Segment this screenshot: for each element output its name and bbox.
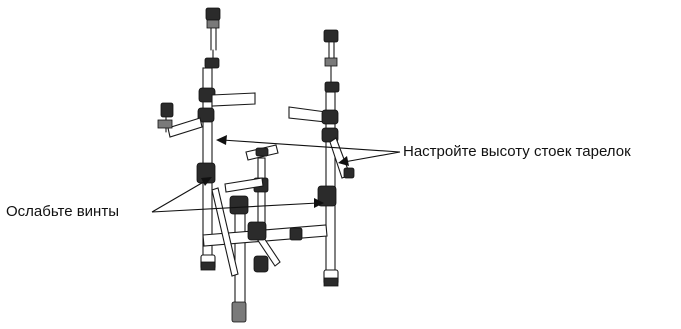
loosen-screws-arrows xyxy=(151,177,324,213)
cymbal-height-arrows xyxy=(216,135,401,166)
loosen-screws-label: Ослабьте винты xyxy=(6,203,119,220)
center-frame xyxy=(202,144,328,323)
left-cymbal-stand xyxy=(157,7,256,271)
cymbal-height-label: Настройте высоту стоек тарелок xyxy=(403,143,631,160)
right-cymbal-stand xyxy=(288,29,355,287)
